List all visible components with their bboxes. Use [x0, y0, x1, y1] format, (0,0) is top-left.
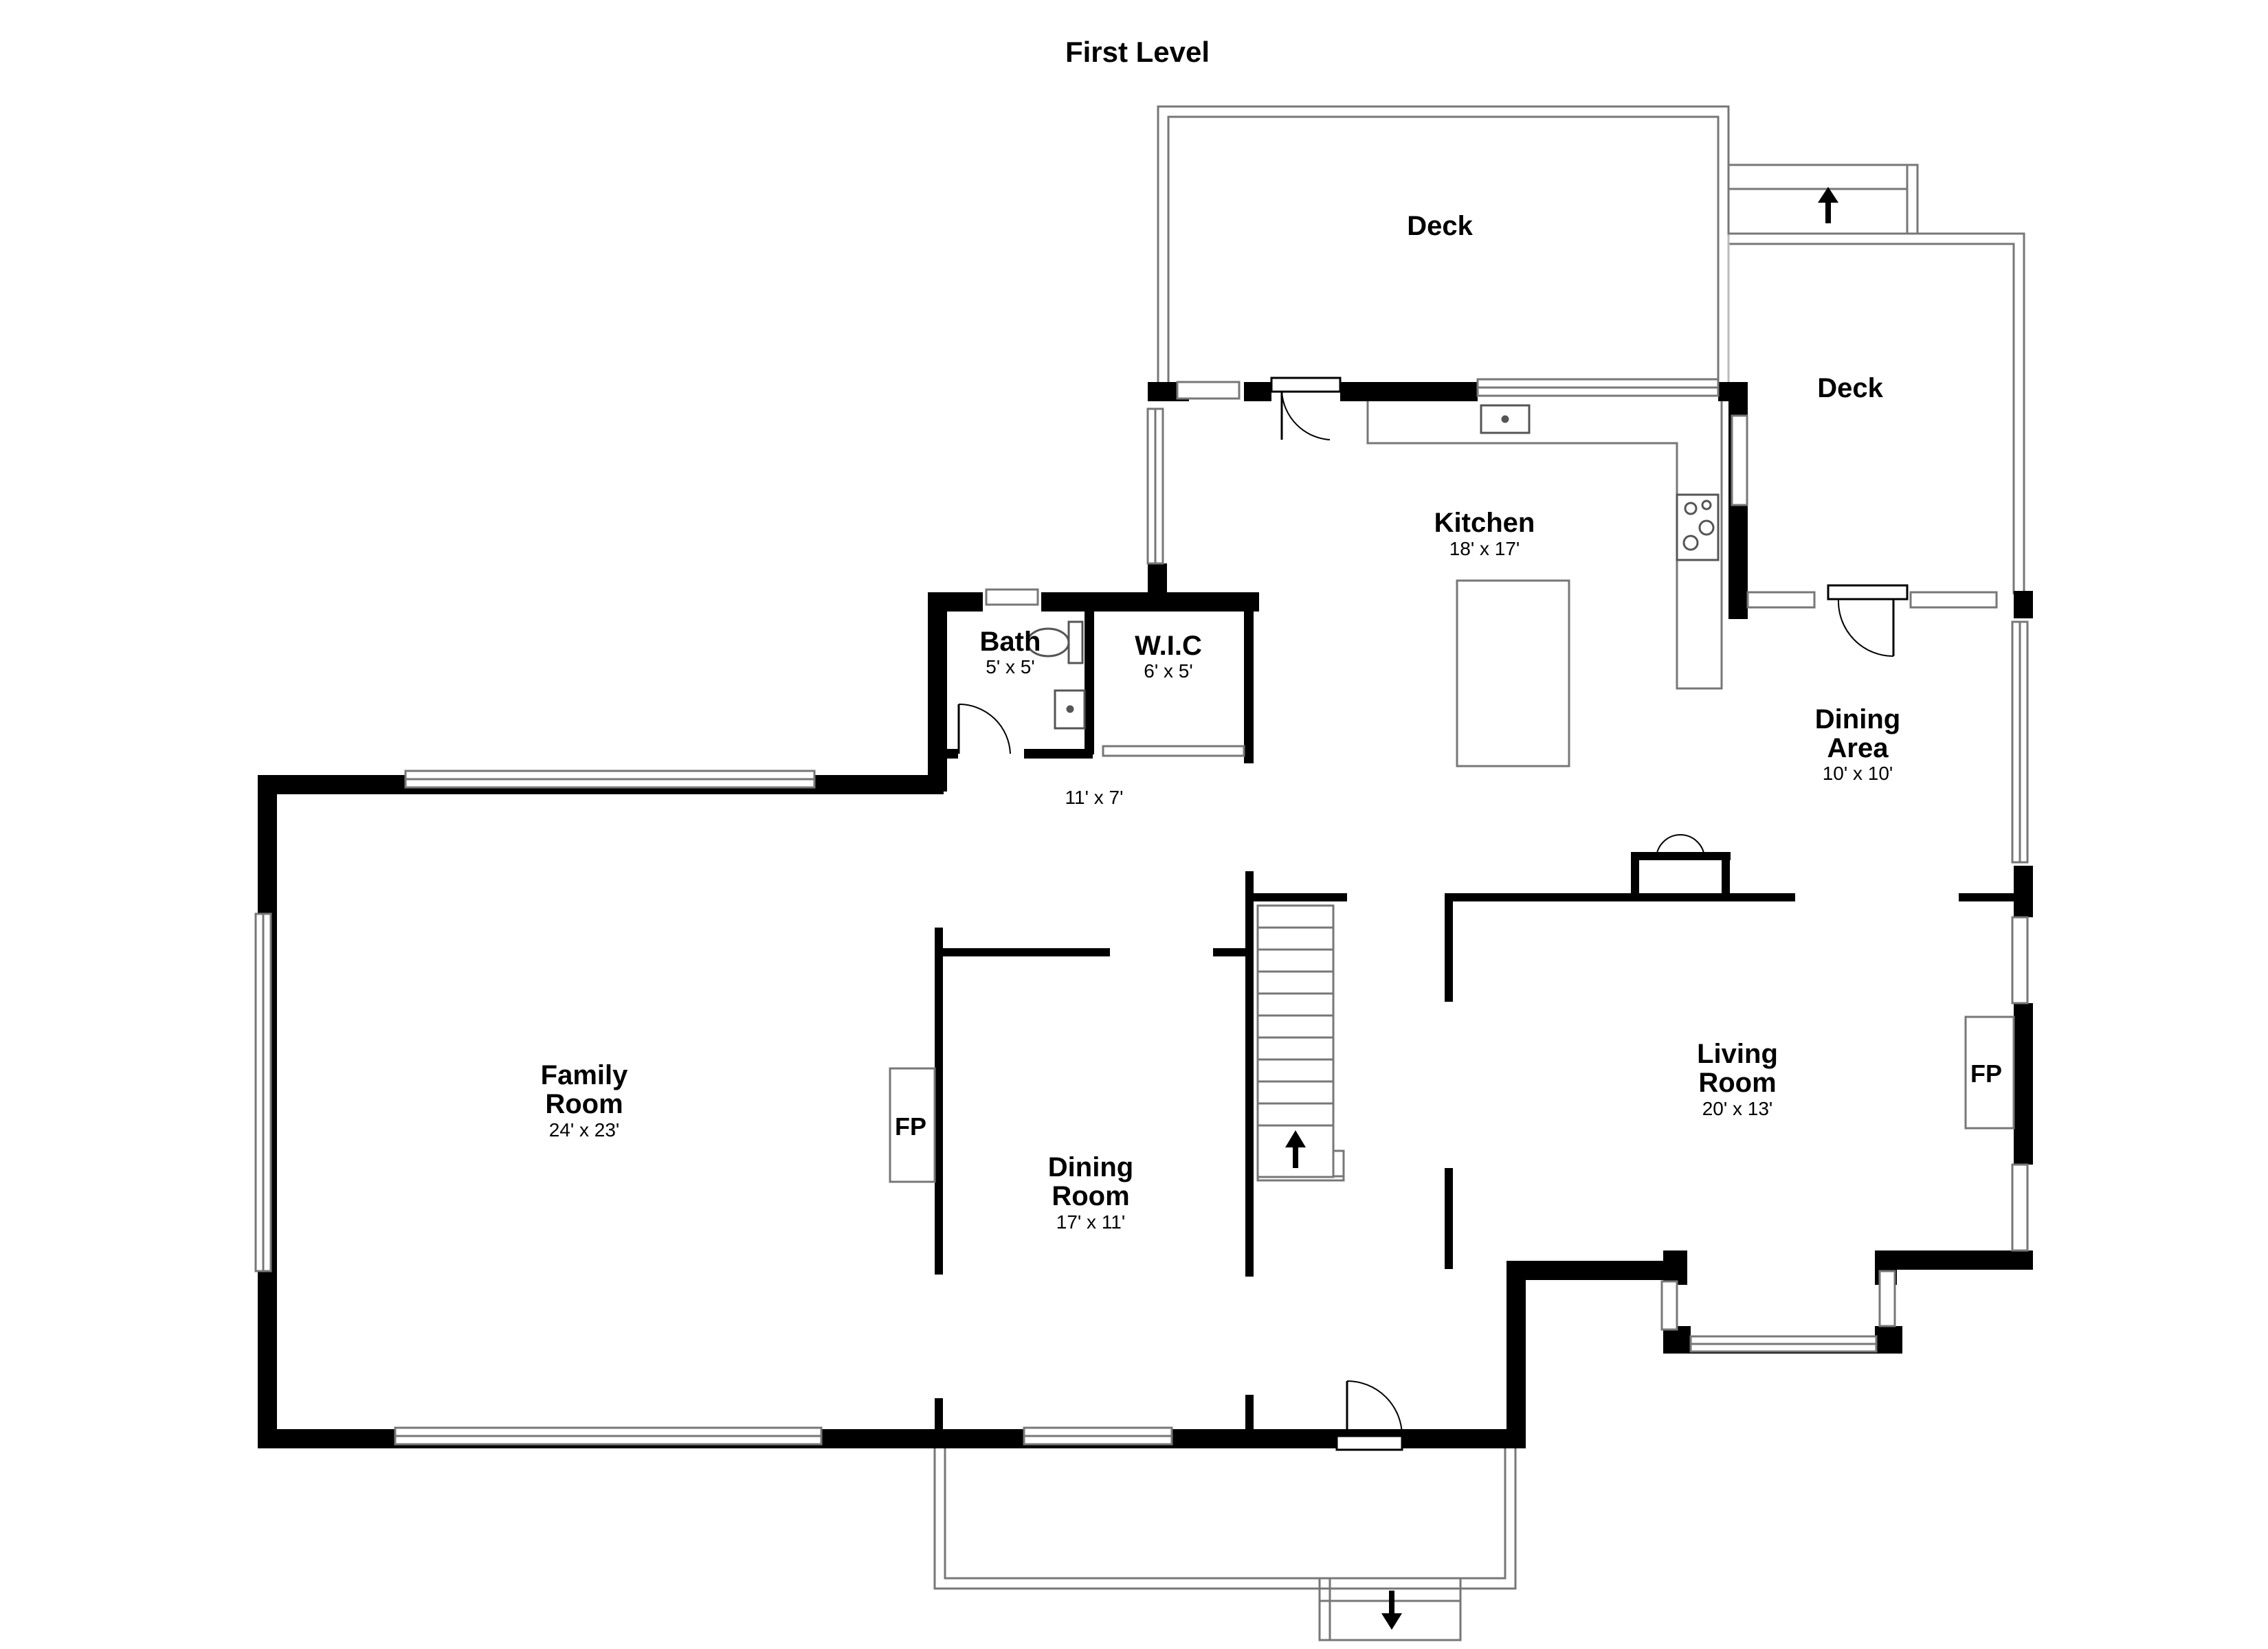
fireplace-right: FP: [1964, 1016, 2015, 1130]
front-porch: [933, 1448, 1517, 1590]
kitchen-dims: 18' x 17': [1449, 538, 1520, 559]
stairs-up-arrow-icon: [1285, 1130, 1306, 1168]
bath-label: Bath: [980, 627, 1041, 657]
deck-right: [1727, 232, 2025, 594]
windows: [254, 378, 2029, 1446]
fireplace-right-label: FP: [1970, 1059, 2002, 1088]
fireplace-left-label: FP: [895, 1112, 926, 1141]
wic-label: W.I.C: [1135, 631, 1202, 661]
living-room-dims: 20' x 13': [1702, 1098, 1773, 1119]
wic-dims: 6' x 5': [1144, 660, 1192, 682]
stairs-down-arrow-icon: [1381, 1591, 1402, 1630]
dining-room-label-line1: Dining: [1048, 1152, 1133, 1182]
fireplace-left: FP: [889, 1067, 936, 1183]
deck-steps-upper: [1727, 164, 1919, 235]
dining-room-label-line2: Room: [1052, 1181, 1129, 1211]
stairs-up-arrow-icon: [1818, 187, 1838, 223]
exterior-walls: [258, 382, 2033, 1448]
bath-sink-icon: [1054, 689, 1086, 730]
family-room-label-line2: Room: [545, 1089, 623, 1119]
hall-dims: 11' x 7': [1065, 787, 1124, 808]
dining-area-label-line1: Dining: [1815, 704, 1900, 734]
living-room-label-line2: Room: [1698, 1068, 1776, 1098]
interior-walls: [935, 852, 2014, 1429]
bath-dims: 5' x 5': [986, 656, 1034, 677]
sink-icon: [1480, 404, 1531, 434]
dining-room-dims: 17' x 11': [1056, 1211, 1125, 1233]
stove-icon: [1676, 493, 1720, 561]
plan-title: First Level: [1065, 36, 1210, 68]
toilet-icon: [1026, 620, 1084, 664]
dining-area-label-line2: Area: [1827, 733, 1889, 763]
family-room-label-line1: Family: [541, 1060, 628, 1090]
bath-wic-walls: [947, 602, 1254, 763]
dining-area-dims: 10' x 10': [1823, 763, 1893, 784]
deck-upper: [1157, 105, 1730, 382]
deck-upper-label: Deck: [1407, 211, 1473, 241]
interior-stairs: [1256, 904, 1345, 1182]
kitchen-counters: [1366, 401, 1723, 767]
door-swing-icon: [957, 377, 1909, 1451]
living-room-label-line1: Living: [1697, 1039, 1778, 1069]
kitchen-label: Kitchen: [1434, 508, 1535, 538]
family-room-dims: 24' x 23': [549, 1119, 620, 1141]
deck-right-label: Deck: [1817, 373, 1883, 403]
